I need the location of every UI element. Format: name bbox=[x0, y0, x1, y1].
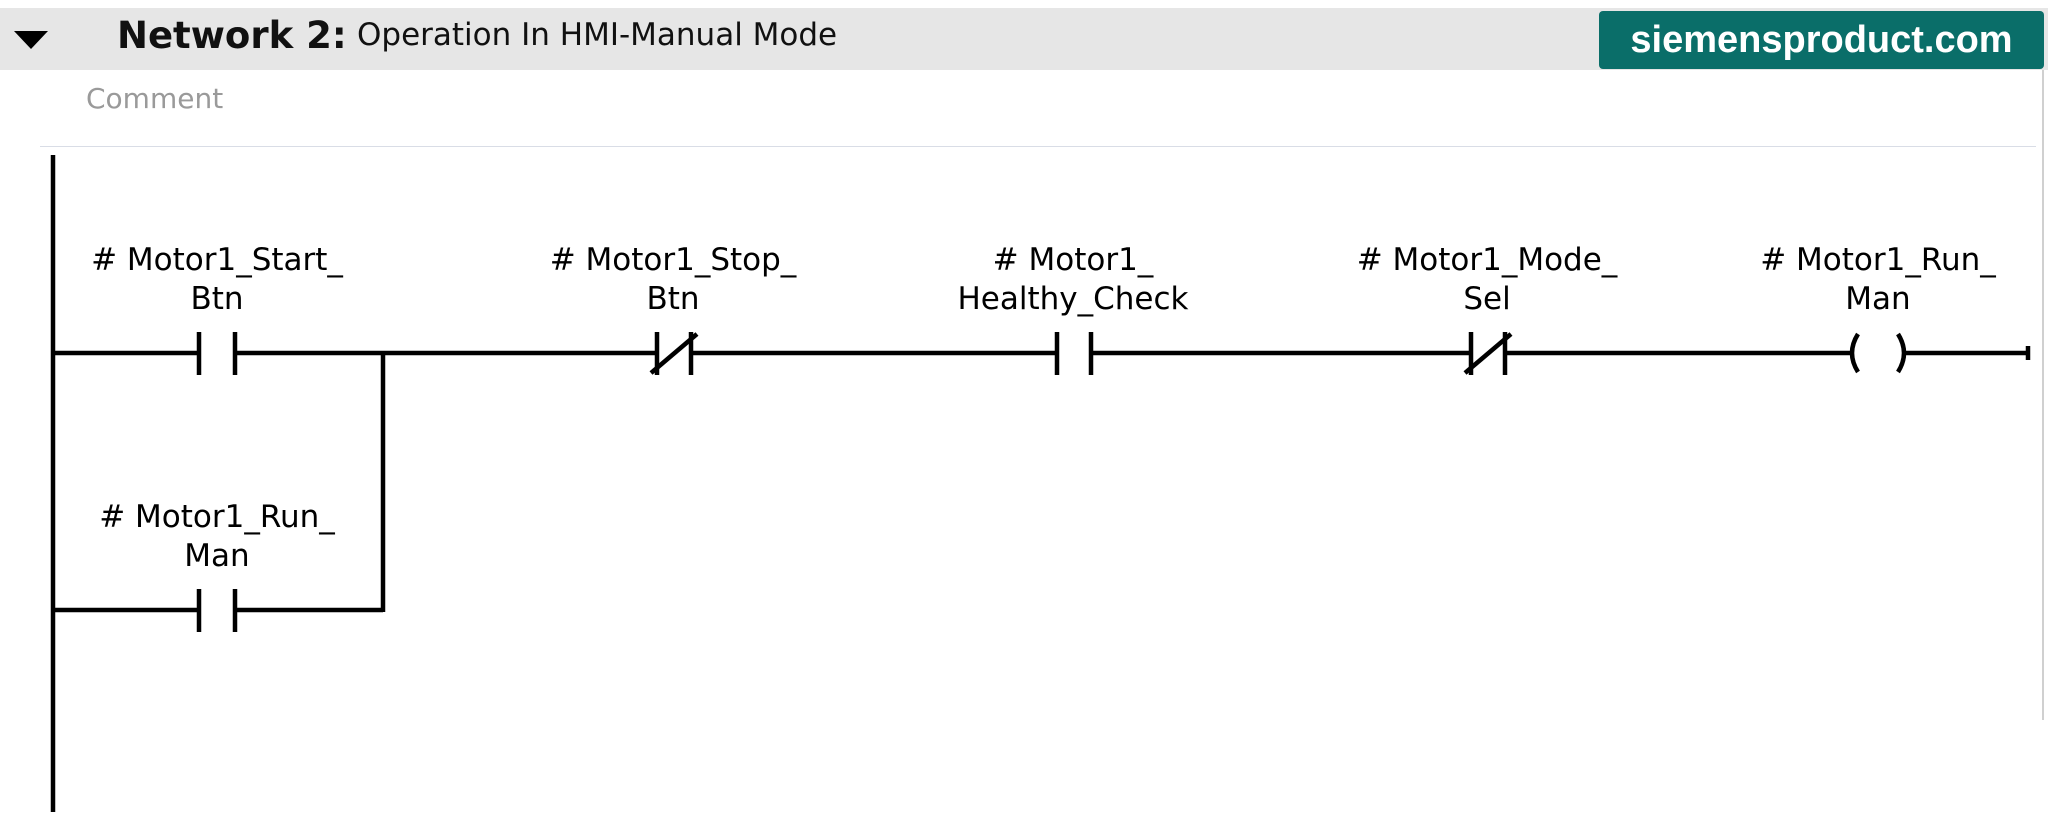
contact-motor1-stop-btn[interactable]: # Motor1_Stop_ Btn bbox=[550, 242, 797, 375]
network-title[interactable]: Operation In HMI-Manual Mode bbox=[357, 17, 838, 53]
triangle-down-icon bbox=[14, 31, 48, 49]
operand-label: # Motor1_Mode_ bbox=[1357, 242, 1618, 278]
watermark: siemensproduct.com bbox=[1599, 11, 2044, 69]
operand-label: # Motor1_Start_ bbox=[91, 242, 343, 278]
no-contact-symbol bbox=[196, 332, 238, 375]
network-number: Network 2: bbox=[117, 14, 347, 57]
contact-motor1-start-btn[interactable]: # Motor1_Start_ Btn bbox=[91, 242, 343, 375]
operand-label: Sel bbox=[1463, 281, 1510, 317]
contact-motor1-run-man-seal[interactable]: # Motor1_Run_ Man bbox=[99, 499, 335, 632]
scrollbar-edge bbox=[2042, 70, 2044, 720]
operand-label: # Motor1_Stop_ bbox=[550, 242, 797, 278]
operand-label: Healthy_Check bbox=[957, 281, 1188, 317]
operand-label: Btn bbox=[646, 281, 699, 317]
nc-contact-symbol bbox=[649, 332, 699, 375]
contact-motor1-mode-sel[interactable]: # Motor1_Mode_ Sel bbox=[1357, 242, 1618, 375]
operand-label: Man bbox=[184, 538, 249, 574]
operand-label: # Motor1_Run_ bbox=[99, 499, 335, 535]
comment-divider bbox=[40, 146, 2036, 147]
coil-symbol bbox=[1849, 332, 1907, 374]
network-comment-field[interactable]: Comment bbox=[86, 82, 224, 115]
coil-motor1-run-man[interactable]: # Motor1_Run_ Man bbox=[1760, 242, 1996, 374]
collapse-toggle[interactable] bbox=[0, 8, 62, 70]
no-contact-symbol bbox=[196, 589, 238, 632]
operand-label: # Motor1_Run_ bbox=[1760, 242, 1996, 278]
no-contact-symbol bbox=[1054, 332, 1094, 375]
operand-label: Man bbox=[1845, 281, 1910, 317]
contact-motor1-healthy-check[interactable]: # Motor1_ Healthy_Check bbox=[957, 242, 1189, 375]
operand-label: Btn bbox=[190, 281, 243, 317]
operand-label: # Motor1_ bbox=[993, 242, 1154, 278]
nc-contact-symbol bbox=[1463, 332, 1513, 375]
